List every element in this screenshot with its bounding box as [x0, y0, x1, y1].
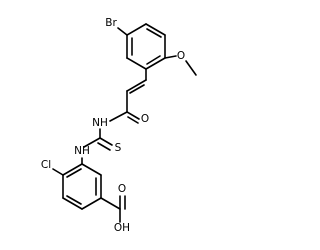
bond-carbonyl-nh [109, 111, 128, 122]
bond-ring2-inner-2 [66, 195, 82, 205]
atom-aryl-nh: NH [74, 145, 90, 157]
atom-labels: Br O NH O S NH Cl O OH [41, 17, 185, 234]
bond-ring2-f [81, 163, 102, 176]
bond-c-o-methoxy [164, 55, 177, 59]
atom-hydroxyl: OH [114, 222, 130, 234]
bond-amide-co-2 [127, 116, 139, 124]
bond-ring1-inner-2 [146, 55, 161, 65]
bond-thiocarbonyl-s-2 [97, 142, 111, 151]
atom-bromine: Br [105, 17, 117, 29]
bond-amide-co-1 [126, 111, 140, 120]
bond-ring1-d [145, 57, 166, 70]
bond-ring-cooh [100, 197, 121, 210]
atom-carbonyl-oxygen: O [118, 183, 126, 195]
bond-ring1-inner-1 [146, 28, 162, 38]
bond-ring2-d [81, 197, 102, 210]
atom-amide-oxygen: O [141, 113, 149, 125]
bond-c-br [117, 27, 128, 36]
bond-ring1-a [126, 23, 147, 36]
atom-sulfur: S [115, 142, 122, 154]
bond-vinyl-double-1 [126, 79, 147, 92]
atom-methoxy-oxygen: O [177, 50, 185, 62]
bond-ring1-e [126, 57, 147, 70]
bond-ring2-inner-1 [66, 168, 82, 178]
bond-c-cl [52, 168, 64, 176]
atom-amide-nh: NH [92, 117, 108, 129]
bond-set [52, 23, 197, 223]
bond-o-ch3 [185, 60, 197, 76]
chemical-structure-diagram: Br O NH O S NH Cl O OH [41, 17, 197, 234]
bond-ring2-a [62, 163, 83, 176]
bond-ring2-c [62, 197, 83, 210]
bond-thiocarbonyl-nh [83, 137, 101, 148]
atom-chlorine: Cl [41, 159, 51, 171]
bond-thiocarbonyl-s-1 [99, 137, 113, 146]
bond-ring1-b [145, 23, 166, 36]
bond-vinyl-double-2 [129, 84, 145, 94]
